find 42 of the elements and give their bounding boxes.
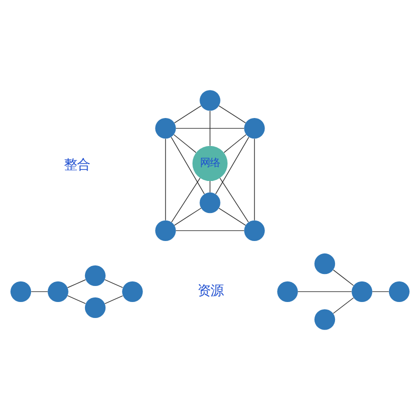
node-circle xyxy=(352,281,372,302)
connector xyxy=(218,208,246,226)
connector xyxy=(170,136,205,194)
connector xyxy=(332,270,354,286)
label: 整合 xyxy=(64,158,90,173)
node-circle xyxy=(84,265,106,286)
connector xyxy=(104,279,124,288)
connector xyxy=(173,134,196,153)
node-circle xyxy=(84,297,106,318)
node-circle xyxy=(388,281,410,302)
connector xyxy=(224,134,246,153)
connector xyxy=(104,295,124,304)
label: 资源 xyxy=(197,284,224,299)
connector xyxy=(67,279,86,288)
connector xyxy=(67,295,86,304)
connector xyxy=(298,291,352,292)
connector xyxy=(165,138,166,221)
node-circle xyxy=(155,118,176,139)
connector xyxy=(372,291,390,292)
connector xyxy=(218,105,246,124)
connector xyxy=(174,105,202,124)
node-circle xyxy=(277,281,298,302)
node-circle xyxy=(155,220,176,242)
connector xyxy=(220,178,249,222)
connector xyxy=(30,291,48,292)
node-circle xyxy=(244,118,265,139)
connector xyxy=(171,178,200,223)
connector xyxy=(174,208,202,226)
connector xyxy=(176,128,244,129)
connector xyxy=(215,136,250,194)
node-circle: 网络 xyxy=(192,146,228,182)
connector xyxy=(176,230,244,232)
node-circle xyxy=(314,253,336,274)
node-circle xyxy=(10,281,32,302)
connector xyxy=(332,298,354,314)
node-circle xyxy=(200,90,220,111)
node-circle xyxy=(48,281,68,302)
node-circle xyxy=(314,309,336,330)
node-circle xyxy=(122,281,143,302)
connector xyxy=(254,138,255,221)
node-circle xyxy=(200,192,220,214)
node-circle xyxy=(244,220,265,242)
